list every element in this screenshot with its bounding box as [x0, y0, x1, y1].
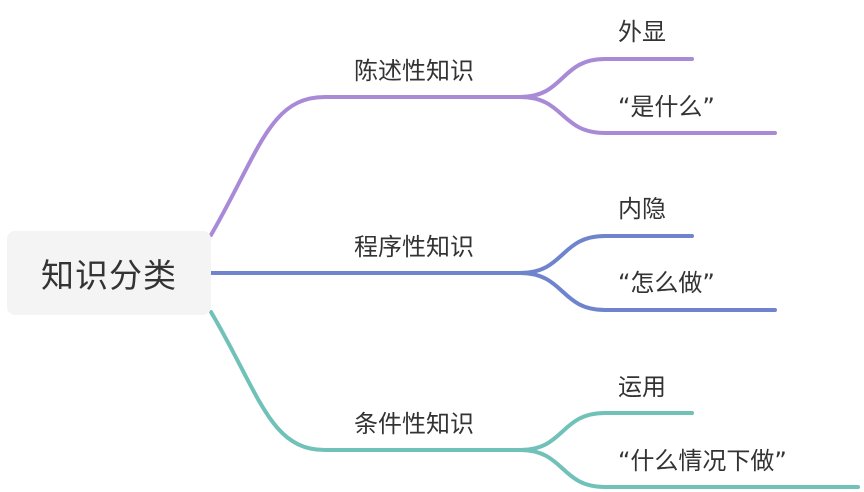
branch-3-to-leaf-2-line: [518, 448, 860, 489]
branch-3-to-leaf-1-line: [518, 411, 694, 452]
root-node[interactable]: 知识分类: [7, 231, 211, 315]
branch-1-to-leaf-2-line: [518, 95, 777, 135]
branch-1-to-leaf-1-line: [518, 57, 694, 99]
root-node-label: 知识分类: [41, 256, 177, 295]
branch-2-to-leaf-1-line: [518, 234, 694, 275]
leaf-label-implicit[interactable]: 内隐: [618, 195, 666, 223]
branch-2-to-leaf-2-line: [518, 271, 777, 312]
branch-label-conditional[interactable]: 条件性知识: [354, 410, 474, 438]
branch-label-declarative[interactable]: 陈述性知识: [354, 57, 474, 85]
leaf-label-when[interactable]: “什么情况下做”: [618, 447, 787, 475]
leaf-label-explicit[interactable]: 外显: [618, 18, 666, 46]
branch-label-procedural[interactable]: 程序性知识: [354, 233, 474, 261]
leaf-label-what[interactable]: “是什么”: [618, 93, 715, 121]
root-to-branch-3-line: [209, 310, 522, 452]
root-to-branch-1-line: [209, 95, 522, 237]
leaf-label-how[interactable]: “怎么做”: [618, 269, 715, 297]
leaf-label-apply[interactable]: 运用: [618, 373, 666, 401]
